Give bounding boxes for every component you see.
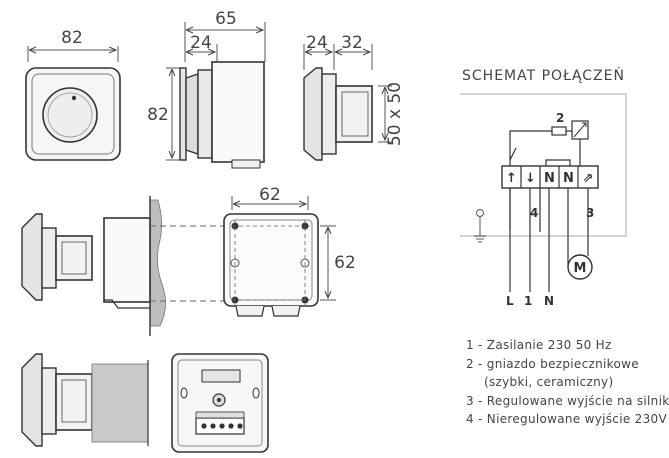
terminal-1: ↑	[506, 171, 517, 186]
dim-box-height: 62	[334, 253, 356, 273]
wiring-schematic: SCHEMAT POŁĄCZEŃ 2 ↑ ↓ N N ⇗	[460, 66, 627, 308]
front-view: 82	[25, 28, 121, 161]
legend-item-2: 2 - gniazdo bezpiecznikowe	[466, 356, 639, 371]
wire-label-3: 3	[586, 206, 594, 220]
dim-body-depth: 32	[341, 33, 363, 53]
dim-front-width: 82	[61, 28, 83, 48]
legend-item-1: 1 - Zasilanie 230 50 Hz	[466, 338, 612, 352]
dim-box-width: 62	[259, 185, 281, 205]
dim-body-size: 50 x 50	[385, 82, 405, 146]
legend-item-3: 3 - Regulowane wyjście na silnik	[466, 393, 669, 408]
line-label-1: 1	[524, 294, 532, 308]
dim-knob-depth-2: 24	[306, 33, 328, 53]
terminal-2: ↓	[525, 171, 536, 186]
rear-view: 24 32 50 x 50	[303, 33, 405, 161]
legend-item-2-note: (szybki, ceramiczny)	[484, 375, 614, 389]
terminal-4: N	[563, 171, 574, 186]
legend-item-4: 4 - Nieregulowane wyjście 230V	[466, 412, 667, 426]
side-view: 65 24 82	[147, 9, 266, 169]
wire-label-4: 4	[530, 206, 538, 220]
terminal-5: ⇗	[583, 171, 594, 186]
wall-mount-view	[21, 196, 232, 336]
motor-label: M	[574, 261, 587, 276]
schematic-title: SCHEMAT POŁĄCZEŃ	[462, 66, 625, 84]
fuse-label: 2	[556, 111, 564, 125]
terminal-3: N	[544, 171, 555, 186]
dim-total-depth: 65	[215, 9, 237, 29]
line-label-N: N	[544, 294, 554, 308]
dim-knob-depth: 24	[190, 33, 212, 53]
bottom-side-view	[21, 353, 149, 447]
schematic-legend: 1 - Zasilanie 230 50 Hz 2 - gniazdo bezp…	[466, 336, 669, 429]
line-label-L: L	[506, 294, 514, 308]
dim-side-height: 82	[147, 105, 169, 125]
box-top-view: 62 62	[223, 185, 356, 317]
terminal-rear-view	[171, 353, 269, 453]
